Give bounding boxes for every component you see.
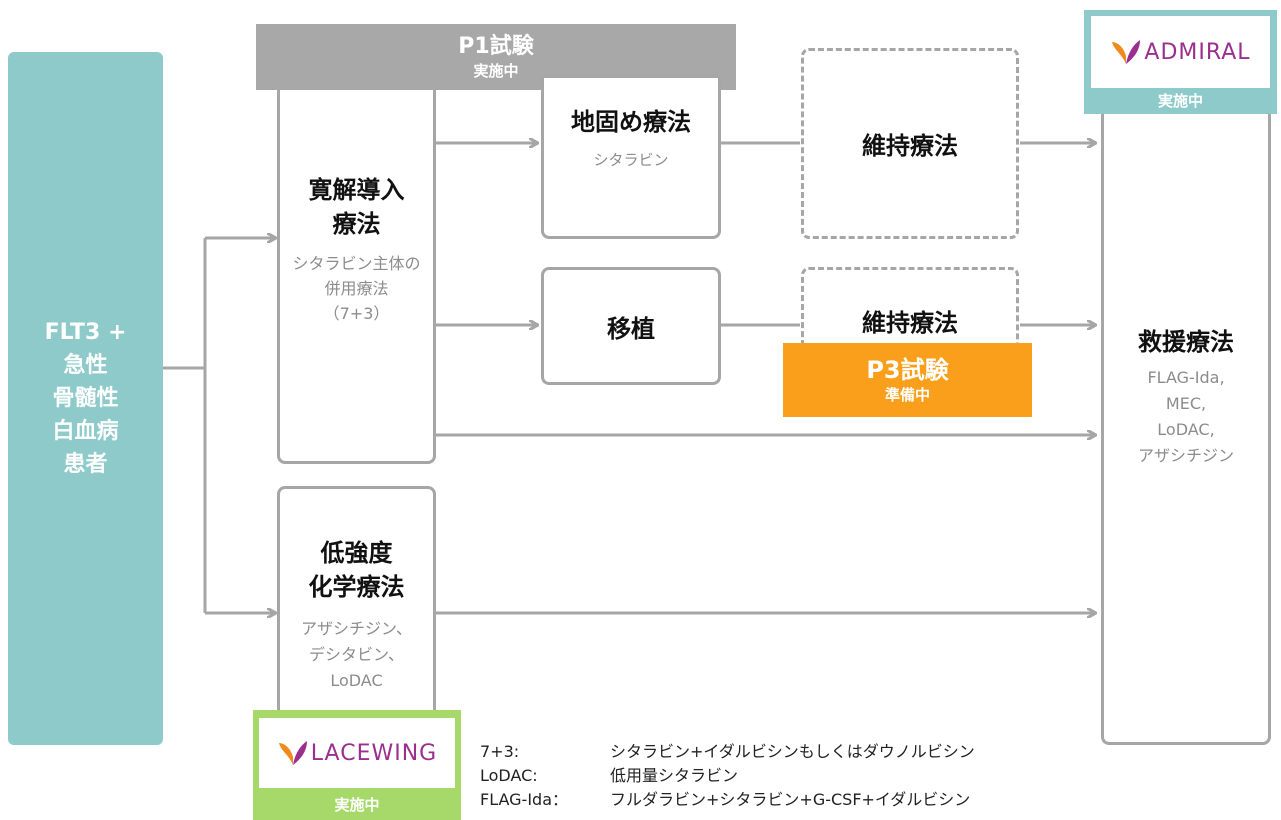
salvage-sub-1: FLAG-Ida, <box>1147 368 1225 387</box>
maintenance-mid-label: 維持療法 <box>801 303 1019 338</box>
legend-desc: 低用量シタラビン <box>610 766 739 785</box>
legend-abbr: LoDAC: <box>480 766 538 785</box>
legend-desc: フルダラビン+シタラビン+G-CSF+イダルビシン <box>610 790 971 809</box>
induction-title-2: 療法 <box>332 210 381 238</box>
maintenance-mid-title: 維持療法 <box>862 309 958 337</box>
transplant-title: 移植 <box>607 314 655 343</box>
patient-line-5: 患者 <box>63 452 108 477</box>
low-intensity-title-1: 低強度 <box>320 539 393 567</box>
legend-abbr: FLAG-Ida： <box>480 790 569 809</box>
low-intensity-sub-2: デシタビン、 <box>308 645 405 664</box>
salvage-content: 救援療法 FLAG-Ida, MEC, LoDAC, アザシチジン <box>1101 325 1271 469</box>
p3-status: 準備中 <box>884 386 930 404</box>
patient-line-3: 骨髄性 <box>52 386 119 411</box>
salvage-title: 救援療法 <box>1138 328 1234 356</box>
abbreviation-legend: 7+3: シタラビン+イダルビシンもしくはダウノルビシン LoDAC: 低用量シ… <box>480 740 1040 812</box>
induction-sub-2: 併用療法 <box>324 279 389 298</box>
admiral-logo-text: ADMIRAL <box>1144 39 1251 65</box>
lacewing-logo: LACEWING <box>259 718 455 788</box>
lacewing-logo-text: LACEWING <box>310 740 438 766</box>
legend-row: FLAG-Ida： フルダラビン+シタラビン+G-CSF+イダルビシン <box>480 788 1040 812</box>
butterfly-icon <box>1112 40 1141 64</box>
butterfly-icon <box>278 741 307 765</box>
salvage-sub-2: MEC, <box>1165 394 1207 413</box>
patient-line-2: 急性 <box>63 353 108 378</box>
maintenance-top-box: 維持療法 <box>801 48 1019 239</box>
consolidation-content: 地固め療法 シタラビン <box>541 105 721 171</box>
p3-badge: P3試験 準備中 <box>783 343 1032 417</box>
p1-title: P1試験 <box>458 34 534 59</box>
transplant-box: 移植 <box>541 267 721 385</box>
p1-status: 実施中 <box>473 62 519 80</box>
low-intensity-sub-1: アザシチジン、 <box>300 619 413 638</box>
induction-sub-1: シタラビン主体の <box>292 254 421 273</box>
admiral-status: 実施中 <box>1157 92 1203 110</box>
consolidation-box <box>541 75 721 239</box>
patient-line-4: 白血病 <box>52 419 119 444</box>
consolidation-sub: シタラビン <box>593 151 669 169</box>
maintenance-top-title: 維持療法 <box>862 132 958 160</box>
induction-box <box>277 75 436 464</box>
patient-box: FLT3 + 急性 骨髄性 白血病 患者 <box>8 52 163 745</box>
salvage-box <box>1101 100 1271 745</box>
legend-row: LoDAC: 低用量シタラビン <box>480 764 1040 788</box>
low-intensity-content: 低強度 化学療法 アザシチジン、 デシタビン、 LoDAC <box>277 536 436 694</box>
p3-title: P3試験 <box>866 356 949 384</box>
low-intensity-sub-3: LoDAC <box>330 671 383 690</box>
legend-desc: シタラビン+イダルビシンもしくはダウノルビシン <box>610 742 975 761</box>
legend-abbr: 7+3: <box>480 742 520 761</box>
induction-title-1: 寛解導入 <box>308 176 405 204</box>
salvage-sub-4: アザシチジン <box>1137 446 1234 465</box>
consolidation-title: 地固め療法 <box>571 108 691 136</box>
lacewing-status: 実施中 <box>334 796 380 814</box>
admiral-logo: ADMIRAL <box>1091 16 1270 88</box>
low-intensity-title-2: 化学療法 <box>308 573 405 601</box>
patient-line-1: FLT3 + <box>44 320 127 345</box>
induction-content: 寛解導入 療法 シタラビン主体の 併用療法 （7+3） <box>277 173 436 326</box>
induction-sub-3: （7+3） <box>323 304 390 323</box>
salvage-sub-3: LoDAC, <box>1157 420 1215 439</box>
legend-row: 7+3: シタラビン+イダルビシンもしくはダウノルビシン <box>480 740 1040 764</box>
low-intensity-box <box>277 486 436 720</box>
